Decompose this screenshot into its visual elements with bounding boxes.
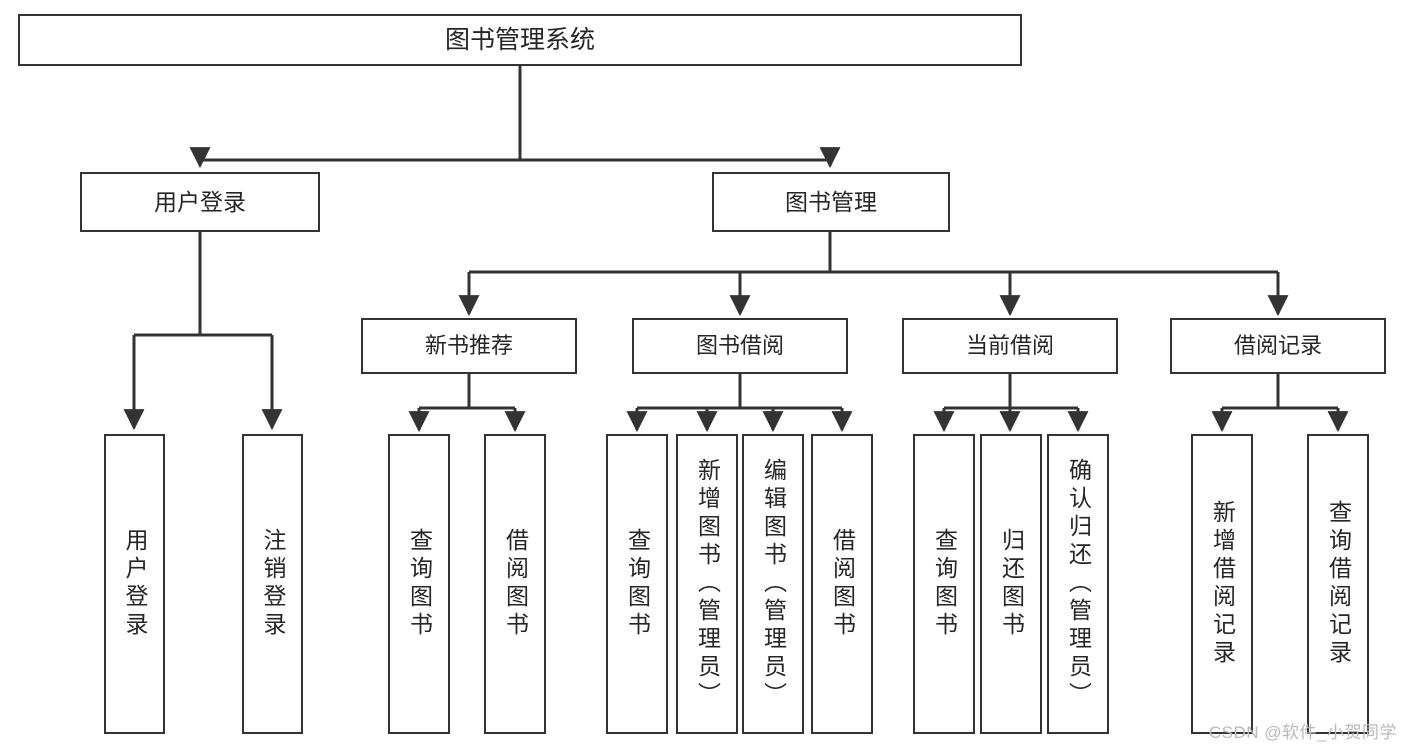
leaf-borrow-borrow-book[interactable]: 借阅图书 [811,434,873,734]
node-new-book-recommend[interactable]: 新书推荐 [361,318,577,374]
leaf-record-query-record[interactable]: 查询借阅记录 [1307,434,1369,734]
leaf-label: 用户登录 [122,528,148,640]
node-book-borrow-label: 图书借阅 [695,333,784,359]
leaf-borrow-query-book[interactable]: 查询图书 [606,434,668,734]
node-user-login[interactable]: 用户登录 [80,172,320,232]
leaf-label: 查询图书 [931,528,958,640]
leaf-user-login-signin[interactable]: 用户登录 [104,434,165,734]
node-current-borrow[interactable]: 当前借阅 [902,318,1118,374]
node-root[interactable]: 图书管理系统 [18,14,1022,66]
leaf-label: 借阅图书 [502,528,529,640]
node-book-management-label: 图书管理 [785,188,877,215]
leaf-label: 查询图书 [624,528,651,640]
leaf-user-login-signout[interactable]: 注销登录 [242,434,303,734]
leaf-current-return-book[interactable]: 归还图书 [980,434,1042,734]
leaf-label: 注销登录 [260,528,286,640]
node-new-book-recommend-label: 新书推荐 [424,333,513,359]
leaf-recommend-query-book[interactable]: 查询图书 [388,434,450,734]
leaf-label: 归还图书 [998,528,1025,640]
leaf-record-add-record[interactable]: 新增借阅记录 [1191,434,1253,734]
node-book-management[interactable]: 图书管理 [712,172,950,232]
node-borrow-record[interactable]: 借阅记录 [1170,318,1386,374]
leaf-label: 借阅图书 [829,528,856,640]
leaf-label: 新增借阅记录 [1209,500,1236,668]
leaf-label: 新增图书（管理员） [694,458,721,710]
leaf-current-confirm-return-admin[interactable]: 确认归还（管理员） [1047,434,1109,734]
node-book-borrow[interactable]: 图书借阅 [632,318,848,374]
leaf-borrow-edit-book-admin[interactable]: 编辑图书（管理员） [742,434,804,734]
leaf-borrow-add-book-admin[interactable]: 新增图书（管理员） [676,434,738,734]
node-root-label: 图书管理系统 [444,25,595,54]
node-user-login-label: 用户登录 [154,188,246,215]
node-borrow-record-label: 借阅记录 [1233,333,1322,359]
leaf-recommend-borrow-book[interactable]: 借阅图书 [484,434,546,734]
watermark-text: CSDN @软件_小贺同学 [1208,723,1397,742]
leaf-label: 查询图书 [406,528,433,640]
node-current-borrow-label: 当前借阅 [965,333,1054,359]
leaf-label: 查询借阅记录 [1325,500,1352,668]
leaf-label: 确认归还（管理员） [1065,458,1092,710]
leaf-label: 编辑图书（管理员） [760,458,787,710]
leaf-current-query-book[interactable]: 查询图书 [913,434,975,734]
